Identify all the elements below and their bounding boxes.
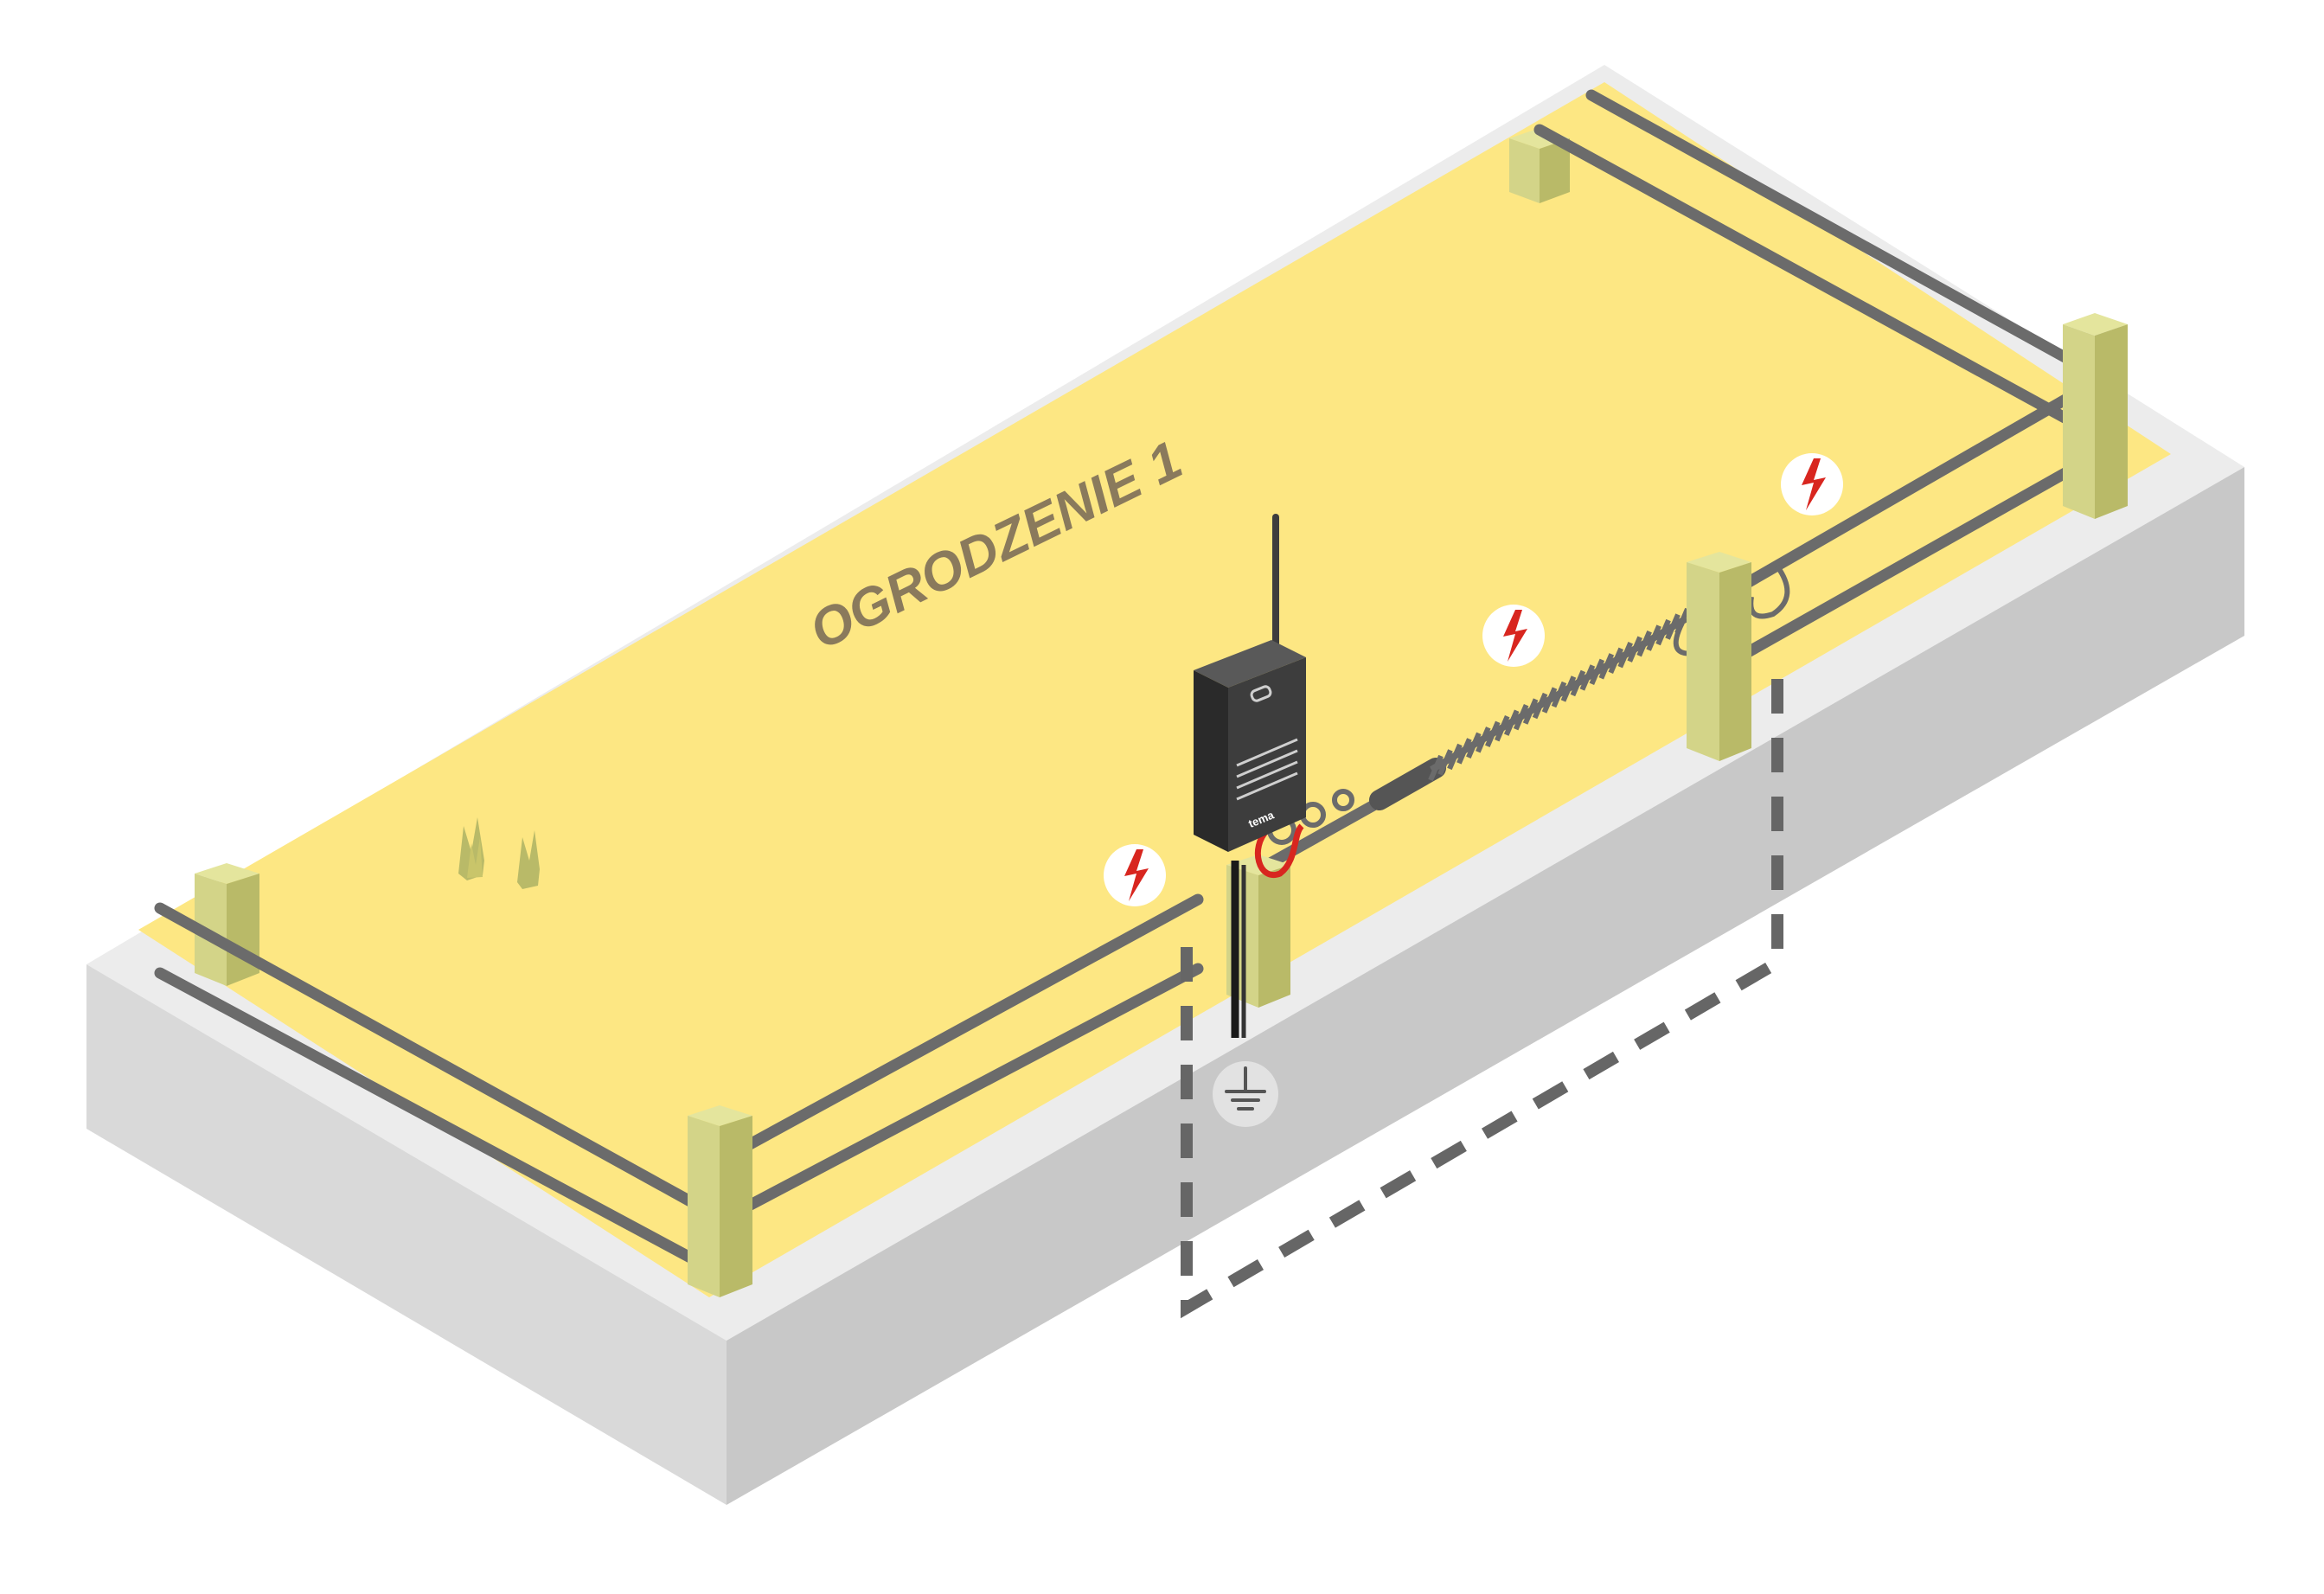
spring-coil: [1627, 636, 1642, 663]
spring-coil: [1598, 653, 1615, 680]
fence-wires: [154, 89, 2082, 1264]
spring-coil: [1485, 720, 1501, 747]
spring-coil: [1437, 749, 1453, 776]
slab-right-face: [727, 467, 2244, 1505]
spring-coil: [1428, 754, 1444, 782]
fence-post: [2063, 313, 2128, 519]
spring-coil: [1560, 675, 1577, 702]
spring-coil: [1513, 703, 1529, 731]
spring-coil: [1551, 681, 1567, 708]
spring-coil: [1476, 727, 1491, 753]
spring-coil: [1494, 715, 1510, 742]
spring-coil: [1503, 709, 1520, 736]
spring-coil: [1636, 630, 1652, 657]
slab-front-face: [86, 964, 727, 1505]
front-posts: [688, 313, 2128, 1297]
fence-post: [1687, 552, 1751, 761]
shock-hazard-icon: [1482, 605, 1545, 667]
ground-symbol-icon: [1213, 1061, 1278, 1127]
fenced-field: [138, 82, 2171, 1297]
spring-coil: [1608, 647, 1624, 674]
spring-coil: [1665, 613, 1681, 640]
fence-lead-red: [1254, 823, 1304, 879]
earth-return-dashed-line: [1181, 675, 1783, 1319]
spring-coil: [1522, 698, 1539, 725]
spring-coil: [1466, 732, 1482, 759]
fence-post: [195, 863, 259, 986]
energizer: tema: [1194, 514, 1306, 852]
shock-hazard-icon: [1104, 844, 1166, 906]
shock-hazard-icon: [1781, 453, 1843, 515]
spring-coil: [1617, 642, 1633, 669]
spring-coil: [1570, 669, 1586, 697]
spring-coil: [1589, 658, 1605, 686]
spring-coil: [1579, 664, 1596, 691]
spring-coil: [1646, 624, 1661, 651]
earth-lead: [1231, 861, 1246, 1038]
spring-coil: [1532, 692, 1548, 720]
spring-coil: [1655, 618, 1671, 646]
grass-tufts: [458, 817, 540, 889]
spring-coil: [1447, 743, 1463, 771]
spring-coil: [1457, 738, 1472, 765]
fence-post: [688, 1105, 752, 1297]
spring-coil: [1541, 687, 1558, 714]
